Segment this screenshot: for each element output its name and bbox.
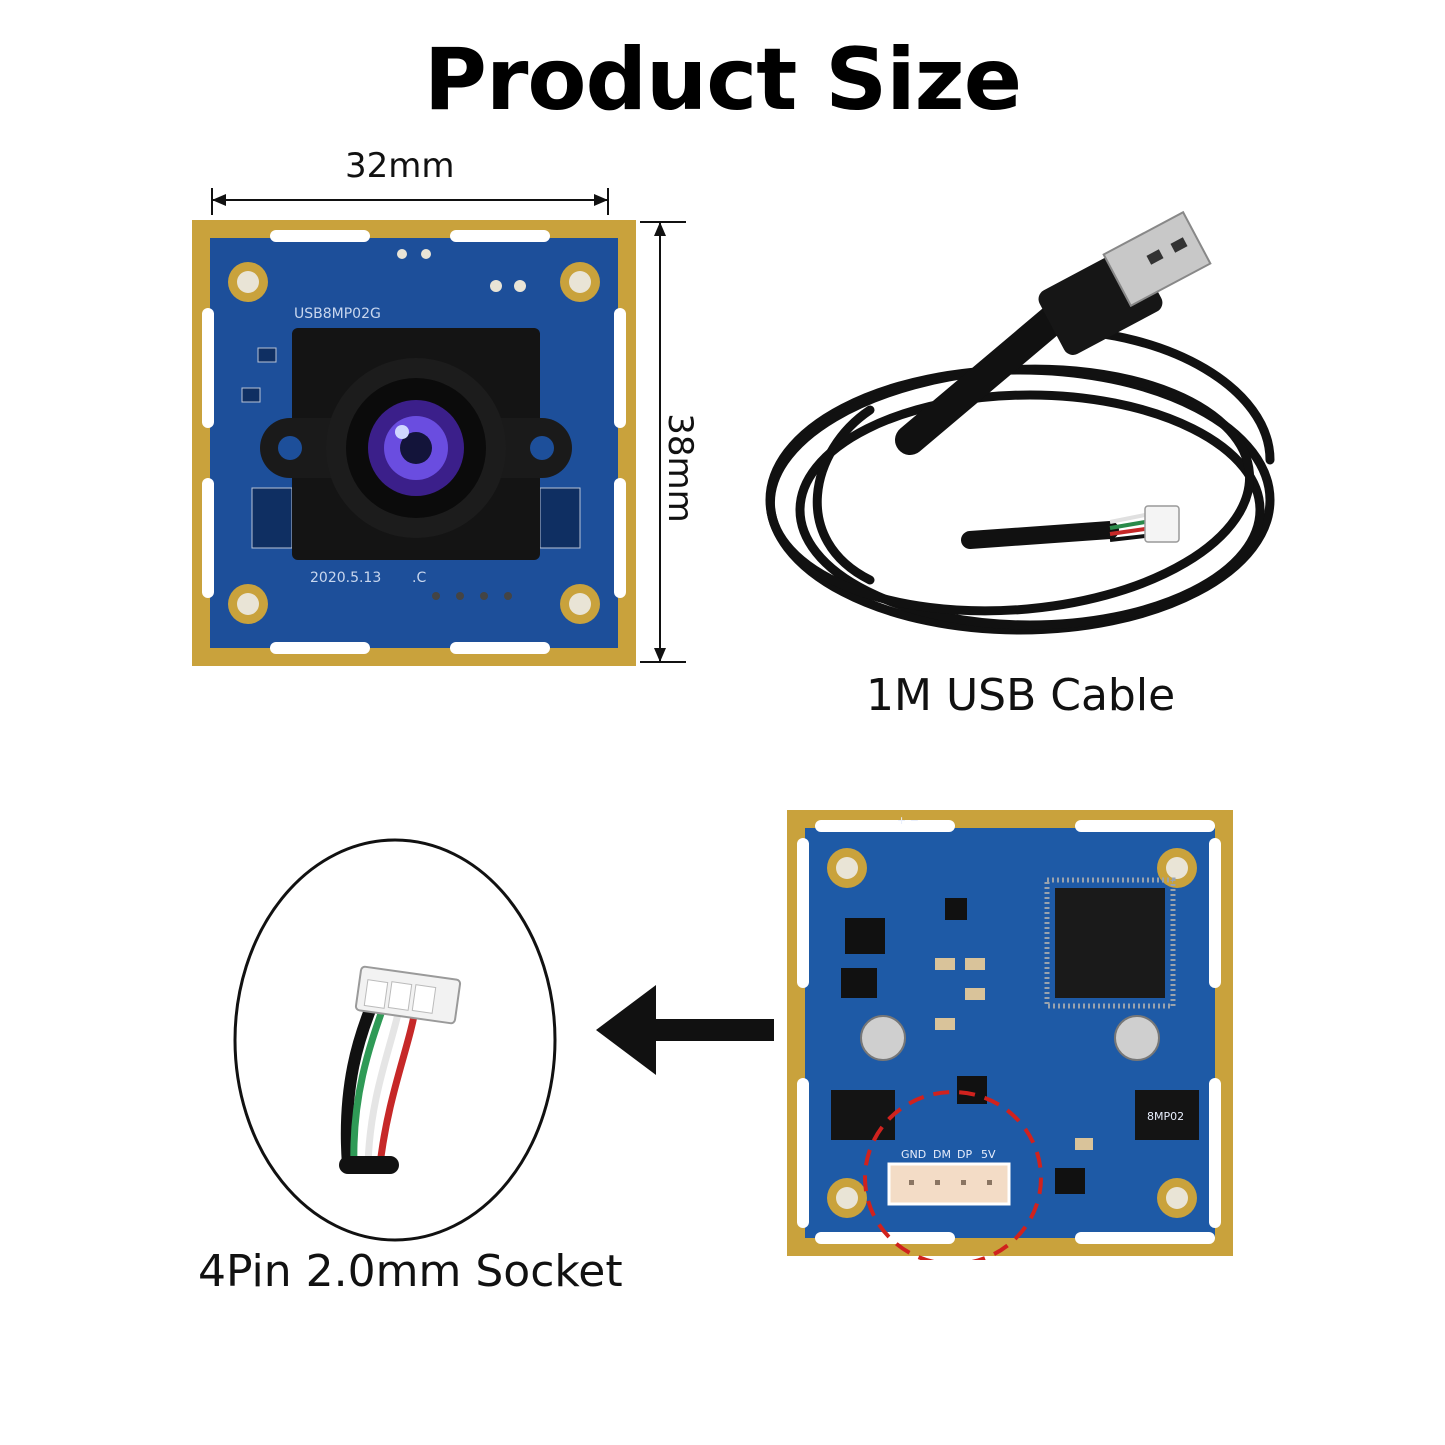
arrow-left-icon (596, 985, 774, 1075)
pin-label-5v: 5V (981, 1148, 996, 1161)
camera-board-back: + − 8MP02 GND DM DP 5V (787, 810, 1233, 1260)
camera-lens-icon (326, 358, 506, 538)
usb-plug-icon (1038, 210, 1212, 355)
pin-label-dp: DP (957, 1148, 972, 1161)
socket-caption: 4Pin 2.0mm Socket (198, 1246, 623, 1297)
pin-label-dm: DM (933, 1148, 951, 1161)
dashed-circle-icon (863, 1090, 1043, 1260)
pin-label-gnd: GND (901, 1148, 926, 1161)
polarity-marking: + − (897, 814, 919, 827)
width-dimension-label: 32mm (345, 146, 455, 186)
dimension-lines (211, 188, 686, 663)
usb-cable (765, 210, 1275, 635)
socket-closeup (233, 838, 557, 1242)
rev-marking: .C (412, 570, 426, 586)
cable-caption: 1M USB Cable (866, 670, 1176, 721)
page-title: Product Size (423, 30, 1022, 130)
date-marking: 2020.5.13 (310, 570, 381, 586)
camera-board-front: USB8MP02G 2020.5.13 .C (192, 220, 636, 666)
chip-marking: 8MP02 (1147, 1110, 1184, 1123)
model-marking: USB8MP02G (294, 306, 381, 322)
